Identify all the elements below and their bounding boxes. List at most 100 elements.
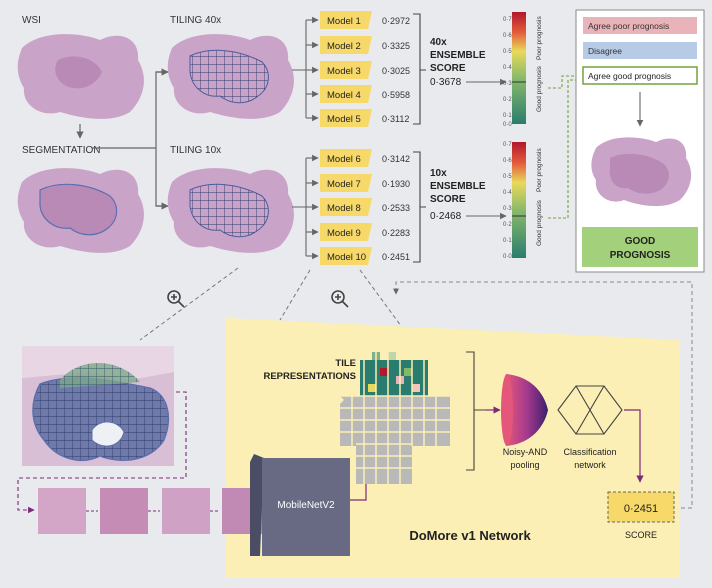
ensemble-10x-line3: SCORE <box>430 194 466 205</box>
model-box: Model 4 0·5958 <box>320 85 410 103</box>
colorbar-tick: 0·5 <box>503 174 512 180</box>
model-name: Model 9 <box>327 228 361 239</box>
mobilenet-label: MobileNetV2 <box>277 500 335 511</box>
colorbar-10x: 0·7 0·6 0·5 0·4 0·3 0·2 0·1 0·0 Poor pro… <box>503 142 543 260</box>
wsi-label: WSI <box>22 15 41 26</box>
model-score: 0·5958 <box>382 90 410 100</box>
colorbar-40x: 0·7 0·6 0·5 0·4 0·3 0·2 0·1 0·0 Poor pro… <box>503 12 543 128</box>
colorbar-tick: 0·2 <box>503 222 512 228</box>
model-name: Model 7 <box>327 179 361 190</box>
brace-10x <box>413 151 426 263</box>
brace-40x <box>413 13 426 125</box>
zoom-in-icon <box>331 290 349 308</box>
model-score: 0·3325 <box>382 41 410 51</box>
arrow-class-to-score <box>624 409 644 483</box>
class-net-line1: Classification <box>563 447 616 457</box>
tiling-10x-thumbnail <box>167 168 294 253</box>
result-label-line1: GOOD <box>625 236 656 247</box>
colorbar-tick: 0·7 <box>503 17 512 23</box>
colorbar-tick: 0·0 <box>503 254 512 260</box>
colorbar-tick: 0·4 <box>503 65 512 71</box>
model-name: Model 10 <box>327 252 366 263</box>
model-score: 0·3142 <box>382 154 410 164</box>
colorbar-40x-gradient <box>512 12 526 124</box>
model-box: Model 10 0·2451 <box>320 247 410 265</box>
model-name: Model 1 <box>327 16 361 27</box>
ensemble-40x-value: 0·3678 <box>430 77 462 88</box>
colorbar-tick: 0·3 <box>503 81 512 87</box>
dashed-link-to-tiles <box>17 391 187 514</box>
score-box <box>607 491 675 523</box>
tile-patch <box>38 488 86 534</box>
model-box: Model 2 0·3325 <box>320 36 410 54</box>
tiling-40x-thumbnail <box>167 34 294 119</box>
model-name: Model 4 <box>327 90 361 101</box>
ensemble-40x: 40x ENSEMBLE SCORE 0·3678 <box>430 37 486 88</box>
segmentation-label: SEGMENTATION <box>22 145 101 156</box>
model-box: Model 5 0·3112 <box>320 109 409 127</box>
result-good-prognosis-box <box>582 227 698 267</box>
zoom-guide-left <box>139 267 239 341</box>
result-thumbnail <box>591 137 692 207</box>
model-box: Model 7 0·1930 <box>320 174 410 192</box>
branch-10x-to-models <box>292 154 319 260</box>
ensemble-40x-line2: ENSEMBLE <box>430 50 486 61</box>
colorbar-good-label: Good prognosis <box>536 199 543 246</box>
score-label: SCORE <box>625 530 657 540</box>
tile-repr-line2: REPRESENTATIONS <box>263 371 356 382</box>
model-score: 0·2533 <box>382 203 410 213</box>
model-list-10x: Model 6 0·3142 Model 7 0·1930 Model 8 0·… <box>320 149 410 265</box>
model-name: Model 5 <box>327 114 361 125</box>
segmentation-thumbnail <box>17 168 144 253</box>
colorbar-tick: 0·0 <box>503 122 512 128</box>
tile-patch <box>162 488 210 534</box>
colorbar-tick: 0·6 <box>503 33 512 39</box>
model-name: Model 2 <box>327 41 361 52</box>
model-box: Model 9 0·2283 <box>320 223 410 241</box>
colorbar-tick: 0·6 <box>503 158 512 164</box>
ensemble-10x-line1: 10x <box>430 168 447 179</box>
model-name: Model 6 <box>327 154 361 165</box>
noisy-and-line1: Noisy-AND <box>503 447 548 457</box>
colorbar-tick: 0·1 <box>503 113 512 119</box>
ensemble-40x-line1: 40x <box>430 37 447 48</box>
legend-agree-poor-label: Agree poor prognosis <box>588 21 669 31</box>
class-net-line2: network <box>574 460 606 470</box>
colorbar-tick: 0·7 <box>503 142 512 148</box>
model-box: Model 8 0·2533 <box>320 198 410 216</box>
model-score: 0·3112 <box>382 114 409 124</box>
tile-representation-map <box>340 352 450 484</box>
colorbar-poor-label: Poor prognosis <box>536 148 543 192</box>
tile-patch <box>100 488 148 534</box>
model-name: Model 8 <box>327 203 361 214</box>
wsi-thumbnail <box>17 34 144 119</box>
zoom-guide-right-b <box>359 269 405 331</box>
model-score: 0·2972 <box>382 16 410 26</box>
tiling-40x-label: TILING 40x <box>170 15 221 26</box>
result-label-line2: PROGNOSIS <box>610 250 671 261</box>
zoom-in-icon <box>167 290 185 308</box>
colorbar-tick: 0·2 <box>503 97 512 103</box>
model-score: 0·2451 <box>382 252 410 262</box>
noisy-and-cone-icon <box>501 374 548 446</box>
legend-agree-good <box>582 66 698 85</box>
ensemble-10x: 10x ENSEMBLE SCORE 0·2468 <box>430 168 486 222</box>
model-score: 0·1930 <box>382 179 410 189</box>
colorbar-poor-label: Poor prognosis <box>536 16 543 60</box>
legend-disagree-label: Disagree <box>588 46 622 56</box>
model-box: Model 1 0·2972 <box>320 11 410 29</box>
legend-agree-poor <box>583 17 697 34</box>
model-box: Model 6 0·3142 <box>320 149 410 167</box>
dashed-link-10x <box>548 79 576 219</box>
zoom-guide-right-a <box>279 269 311 321</box>
colorbar-tick: 0·1 <box>503 238 512 244</box>
score-value: 0·2451 <box>624 503 658 515</box>
classification-network-icon <box>557 385 623 435</box>
legend-disagree <box>583 42 697 59</box>
ensemble-10x-value: 0·2468 <box>430 211 462 222</box>
dashed-link-40x <box>548 75 576 89</box>
branch-40x-to-models <box>292 16 319 122</box>
legend-agree-good-label: Agree good prognosis <box>588 71 671 81</box>
colorbar-tick: 0·4 <box>503 190 512 196</box>
